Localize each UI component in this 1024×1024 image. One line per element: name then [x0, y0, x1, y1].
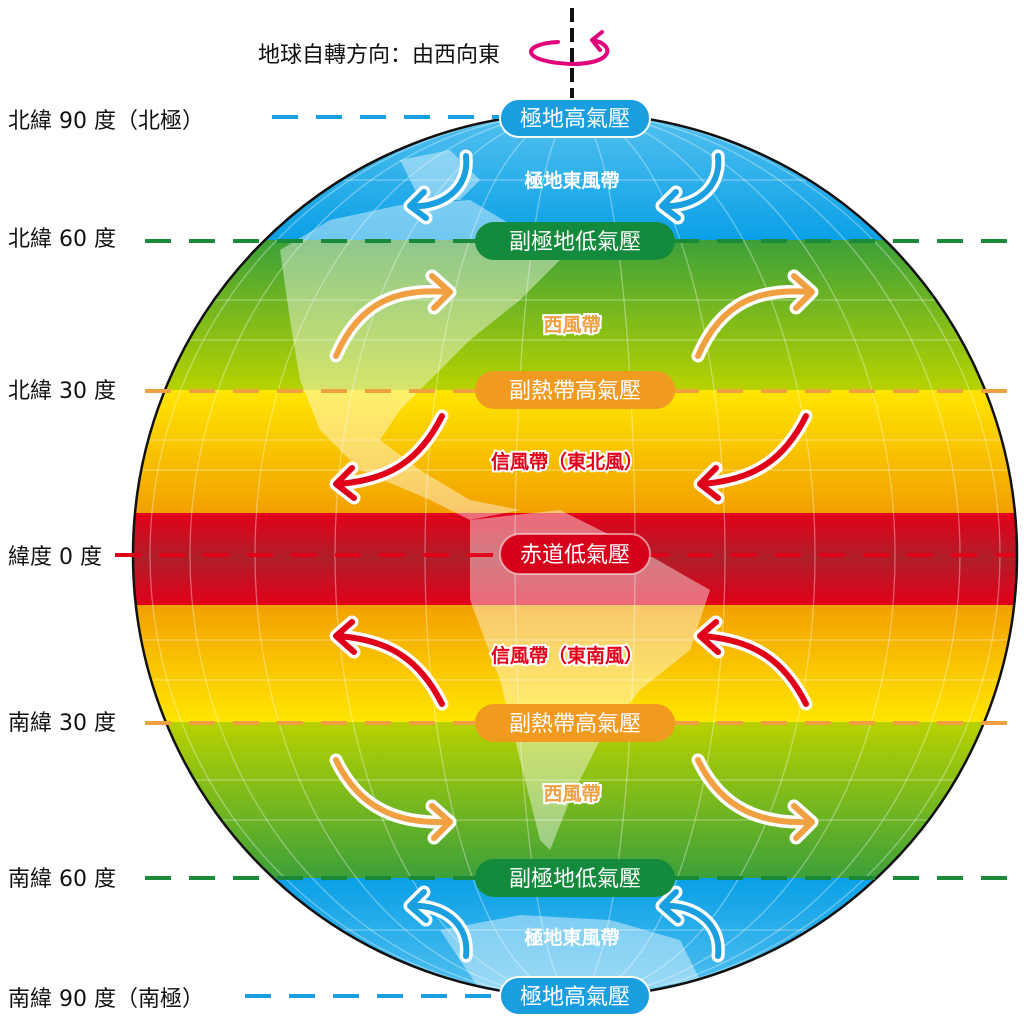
pill-north-subpolar-low: 副極地低氣壓: [475, 222, 675, 260]
latitude-label-n90: 北緯 90 度（北極）: [8, 109, 204, 134]
band-south-westerlies: [133, 722, 1017, 878]
wind-arrows: [329, 149, 819, 963]
arrow-south-westerly-right: [695, 757, 815, 841]
band-south-trades: [133, 605, 1017, 722]
arrow-south-trade-right: [697, 619, 809, 707]
svg-text:極地高氣壓: 極地高氣壓: [520, 107, 630, 132]
latitude-label-s30: 南緯 30 度: [8, 711, 116, 736]
svg-text:副極地低氣壓: 副極地低氣壓: [509, 867, 641, 892]
latitude-label-0: 緯度 0 度: [8, 545, 102, 570]
arrow-north-polar-right: [659, 153, 722, 221]
label-south-polar-easterlies: 極地東風帶: [524, 926, 619, 949]
latitude-label-s90: 南緯 90 度（南極）: [8, 987, 204, 1012]
label-north-westerlies: 西風帶: [543, 314, 600, 336]
arrow-north-trade-right: [697, 413, 809, 501]
arrow-north-westerly-left: [333, 273, 453, 359]
svg-text:極地高氣壓: 極地高氣壓: [520, 985, 630, 1010]
globe: [133, 113, 1017, 997]
arrow-north-westerly-right: [695, 273, 815, 359]
arrow-south-trade-left: [333, 619, 445, 707]
arrow-south-polar-right: [659, 889, 722, 959]
pill-south-subtropical-high: 副熱帶高氣壓: [475, 704, 675, 742]
latitude-label-n30: 北緯 30 度: [8, 379, 116, 404]
arrow-south-westerly-left: [333, 757, 453, 841]
arrow-south-polar-left: [407, 889, 470, 959]
rotation-arrow-icon: [529, 30, 610, 67]
pill-equatorial-low: 赤道低氣壓: [499, 533, 651, 575]
latitude-label-s60: 南緯 60 度: [8, 867, 116, 892]
svg-text:副熱帶高氣壓: 副熱帶高氣壓: [509, 379, 641, 404]
latitude-label-n60: 北緯 60 度: [8, 227, 116, 252]
svg-text:赤道低氣壓: 赤道低氣壓: [520, 543, 630, 568]
svg-text:副極地低氣壓: 副極地低氣壓: [509, 230, 641, 255]
pill-south-polar-high: 極地高氣壓: [499, 976, 651, 1016]
label-north-polar-easterlies: 極地東風帶: [524, 169, 619, 192]
pill-south-subpolar-low: 副極地低氣壓: [475, 859, 675, 897]
svg-text:副熱帶高氣壓: 副熱帶高氣壓: [509, 712, 641, 737]
rotation-label: 地球自轉方向：由西向東: [258, 43, 500, 68]
arrow-north-polar-left: [407, 153, 470, 221]
pill-north-subtropical-high: 副熱帶高氣壓: [475, 371, 675, 409]
label-south-westerlies: 西風帶: [543, 783, 600, 805]
band-north-westerlies: [133, 240, 1017, 390]
label-south-trades: 信風帶（東南風）: [491, 644, 643, 667]
pill-north-polar-high: 極地高氣壓: [499, 98, 651, 138]
band-north-trades: [133, 390, 1017, 513]
label-north-trades: 信風帶（東北風）: [491, 450, 643, 473]
arrow-north-trade-left: [333, 413, 445, 501]
